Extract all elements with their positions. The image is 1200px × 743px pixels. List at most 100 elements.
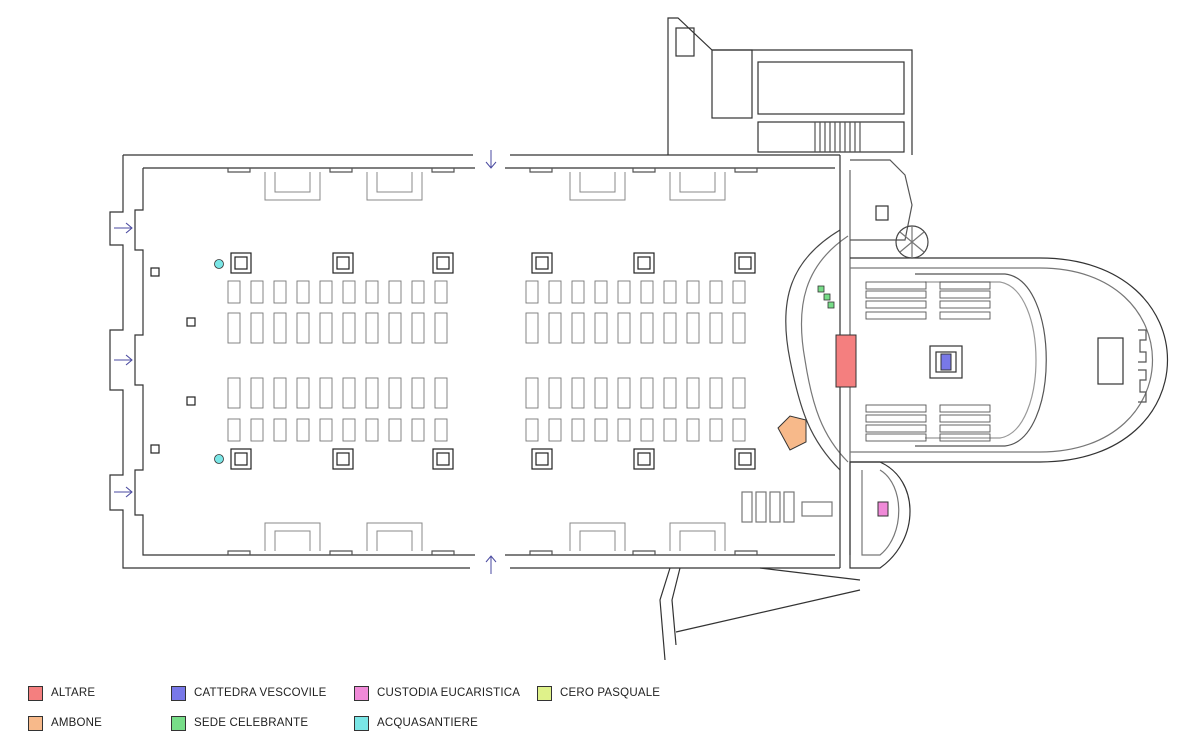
legend-item-cero: CERO PASQUALE [537, 684, 660, 702]
pew [732, 280, 746, 304]
pew [548, 280, 562, 304]
legend-item-cattedra: CATTEDRA VESCOVILE [171, 684, 326, 702]
pew [250, 280, 264, 304]
pew [548, 377, 562, 409]
ambone-swatch [28, 715, 43, 731]
pew [342, 280, 356, 304]
pew [365, 280, 379, 304]
pew [663, 280, 677, 304]
pew [709, 312, 723, 344]
legend-label-altare: ALTARE [51, 687, 96, 699]
pew [296, 377, 310, 409]
legend-item-acquasantiere: ACQUASANTIERE [354, 714, 478, 732]
pew [617, 377, 631, 409]
pew [709, 418, 723, 442]
pew [273, 312, 287, 344]
pew [250, 312, 264, 344]
pew [617, 280, 631, 304]
legend-label-custodia: CUSTODIA EUCARISTICA [377, 687, 521, 699]
pew [388, 418, 402, 442]
pew [594, 280, 608, 304]
pew [319, 418, 333, 442]
legend-label-cattedra: CATTEDRA VESCOVILE [194, 687, 327, 699]
pew [709, 377, 723, 409]
sede-swatch [171, 715, 186, 731]
pew [411, 312, 425, 344]
legend-label-ambone: AMBONE [51, 717, 103, 729]
pew [273, 418, 287, 442]
acquasantiere-swatch [354, 715, 369, 731]
pew [434, 312, 448, 344]
legend-item-sede: SEDE CELEBRANTE [171, 714, 308, 732]
pew [525, 377, 539, 409]
pew [342, 418, 356, 442]
pew [732, 377, 746, 409]
pew [525, 418, 539, 442]
pew [594, 418, 608, 442]
cattedra-marker [940, 353, 952, 371]
pew [273, 280, 287, 304]
pew [640, 312, 654, 344]
pew [525, 312, 539, 344]
pew [571, 280, 585, 304]
pew [548, 312, 562, 344]
pew [640, 418, 654, 442]
pew [732, 312, 746, 344]
pew [365, 377, 379, 409]
church-floor-plan [109, 17, 1169, 661]
pew [663, 418, 677, 442]
pew [319, 377, 333, 409]
legend-item-ambone: AMBONE [28, 714, 102, 732]
pew [663, 377, 677, 409]
pew [388, 377, 402, 409]
custodia-marker [877, 501, 889, 517]
pew [663, 312, 677, 344]
pew [365, 312, 379, 344]
pew [434, 280, 448, 304]
altare-marker [835, 334, 857, 388]
pew [732, 418, 746, 442]
pew [227, 377, 241, 409]
pew [617, 312, 631, 344]
cattedra-platform [929, 345, 963, 379]
pew [296, 418, 310, 442]
pew [434, 418, 448, 442]
pew [571, 312, 585, 344]
pew [434, 377, 448, 409]
columns [150, 252, 756, 470]
side-altars [264, 172, 726, 551]
pews [227, 280, 746, 442]
pew [227, 312, 241, 344]
entrance-arrows [114, 150, 497, 574]
pew [709, 280, 723, 304]
pew [342, 377, 356, 409]
legend-label-sede: SEDE CELEBRANTE [194, 717, 309, 729]
custodia-swatch [354, 685, 369, 701]
pew [686, 280, 700, 304]
nave-walls [109, 154, 840, 569]
acquasantiere-markers [214, 259, 224, 464]
pew [686, 377, 700, 409]
pew [296, 280, 310, 304]
legend-item-altare: ALTARE [28, 684, 95, 702]
pew [388, 312, 402, 344]
pew [617, 418, 631, 442]
pew [365, 418, 379, 442]
north-annex [667, 17, 929, 259]
pew [640, 280, 654, 304]
ambone-marker [777, 415, 807, 451]
pew [548, 418, 562, 442]
apse [839, 155, 1169, 568]
choir-stalls [865, 281, 991, 442]
legend-label-acquasantiere: ACQUASANTIERE [377, 717, 479, 729]
pew [594, 377, 608, 409]
pew [571, 418, 585, 442]
legend-item-custodia: CUSTODIA EUCARISTICA [354, 684, 520, 702]
legend: ALTARE AMBONE CATTEDRA VESCOVILE SEDE CE… [0, 672, 1200, 743]
pew [571, 377, 585, 409]
pew [388, 280, 402, 304]
pew [411, 377, 425, 409]
pew [296, 312, 310, 344]
pew [686, 312, 700, 344]
pew [594, 312, 608, 344]
